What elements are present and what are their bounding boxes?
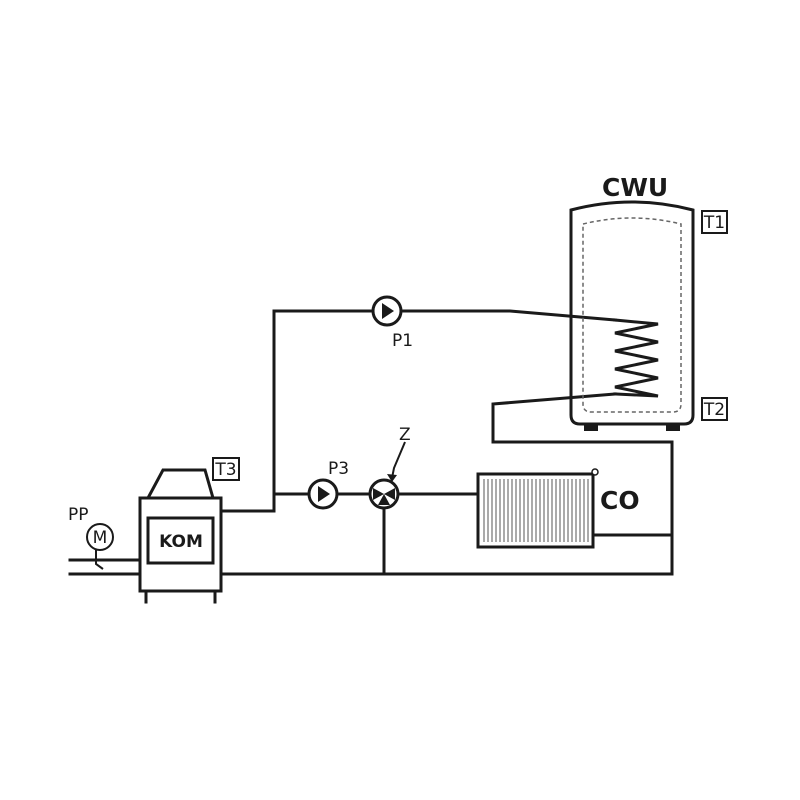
tank-foot-left <box>584 424 598 431</box>
hot-water-tank <box>569 200 695 431</box>
valve-z-label: Z <box>399 425 411 445</box>
motor-label: M <box>93 528 108 548</box>
tank-body <box>569 200 695 426</box>
sensor-t3-box <box>212 457 240 481</box>
tank-heating-coil <box>613 318 659 398</box>
pump-p3-label: P3 <box>328 459 349 479</box>
radiator <box>476 468 599 549</box>
pump-p1 <box>371 295 403 327</box>
tank-inner-dashed <box>582 217 682 413</box>
three-way-valve <box>368 441 406 510</box>
pump-p3-arrow-icon <box>318 486 330 502</box>
radiator-valve-knob <box>591 468 599 476</box>
motor-shaft <box>95 550 104 570</box>
radiator-label: CO <box>600 486 640 515</box>
mixer-motor: M <box>86 523 114 570</box>
pump-p3 <box>307 478 339 510</box>
boiler-top <box>145 468 215 500</box>
sensor-t2-box <box>701 397 728 421</box>
boiler-label: KOM <box>159 532 203 552</box>
radiator-fins <box>483 479 589 542</box>
motor-circle <box>86 523 114 551</box>
sensor-t1: T1 <box>701 210 728 234</box>
valve-actuator-line <box>391 441 406 479</box>
sensor-t1-box <box>701 210 728 234</box>
tank-foot-right <box>666 424 680 431</box>
pipe-boiler-to-p1 <box>218 309 617 513</box>
pump-p1-arrow-icon <box>382 303 394 319</box>
sensor-t3: T3 <box>212 457 240 481</box>
sensor-t2-label: T2 <box>703 400 725 420</box>
valve-arrow-down-icon <box>378 494 390 505</box>
boiler-door <box>146 516 215 565</box>
sensor-t3-label: T3 <box>214 460 236 480</box>
mixer-pp-label: PP <box>68 505 89 525</box>
valve-arrow-left-icon <box>373 488 384 500</box>
valve-actuator-arrow-icon <box>387 474 397 482</box>
pump-p1-label: P1 <box>392 331 413 351</box>
valve-arrow-right-icon <box>384 488 395 500</box>
sensor-t2: T2 <box>701 397 728 421</box>
sensor-t1-label: T1 <box>703 213 725 233</box>
tank-label: CWU <box>602 173 668 202</box>
pipe-return-bottom <box>218 392 674 576</box>
boiler: KOM <box>138 468 223 604</box>
